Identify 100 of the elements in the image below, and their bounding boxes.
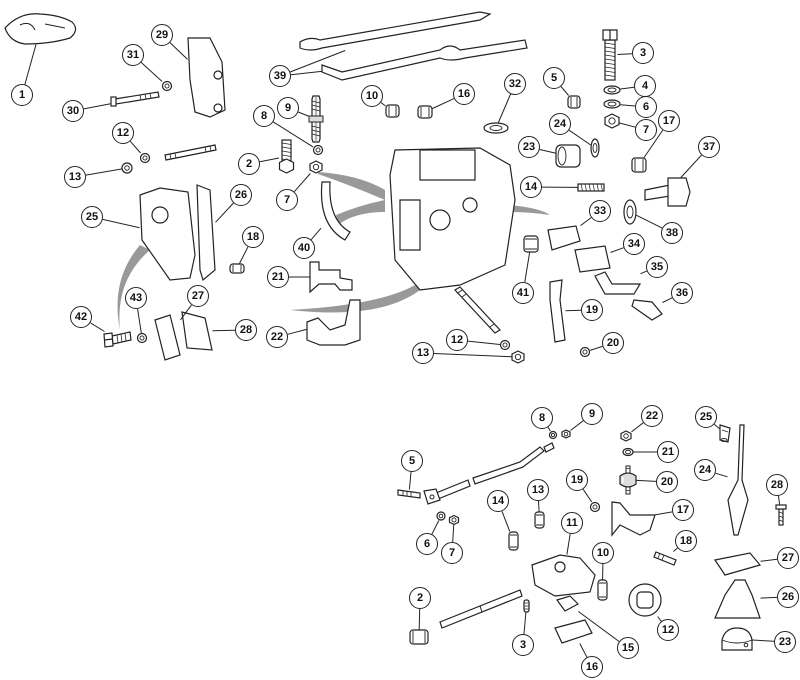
leader-line — [408, 472, 412, 490]
callout-number: 37 — [698, 136, 720, 158]
gasket-drawing — [299, 11, 491, 51]
callout-number: 5 — [543, 67, 565, 89]
callout-number: 22 — [266, 326, 288, 348]
nut-drawing — [162, 80, 172, 92]
cap-drawing — [567, 95, 581, 109]
bolt-drawing — [631, 299, 663, 321]
leader-line — [259, 158, 280, 162]
leader-line — [298, 112, 309, 117]
callout-number: 39 — [269, 65, 291, 87]
callout-number: 11 — [561, 512, 583, 534]
pin-drawing — [534, 511, 545, 529]
callout-number: 24 — [549, 113, 571, 135]
callout-number: 35 — [646, 256, 668, 278]
bushing-drawing — [417, 105, 433, 119]
nut-drawing — [620, 430, 632, 442]
leader-line — [620, 86, 635, 90]
callout-number: 34 — [623, 233, 645, 255]
leader-line — [602, 564, 604, 580]
knob-drawing — [721, 627, 753, 651]
callout-number: 9 — [581, 403, 603, 425]
callout-number: 16 — [581, 656, 603, 678]
leader-line — [239, 246, 248, 264]
knob-drawing — [719, 424, 731, 443]
leader-line — [715, 472, 728, 478]
leader-line — [288, 276, 310, 278]
callout-number: 2 — [409, 587, 431, 609]
screw-drawing — [775, 504, 787, 526]
leader-line — [714, 424, 720, 430]
bushing-drawing — [385, 104, 400, 118]
bolt-drawing — [110, 91, 160, 107]
leader-line — [538, 500, 540, 512]
leader-line — [570, 420, 584, 431]
callout-number: 21 — [657, 441, 679, 463]
washer-drawing — [603, 99, 621, 109]
callout-number: 17 — [658, 110, 680, 132]
leader-line — [631, 422, 644, 432]
bearing-drawing — [555, 144, 581, 168]
leader-line — [380, 102, 386, 106]
callout-number: 32 — [504, 73, 526, 95]
gasket-drawing — [309, 261, 353, 294]
leader-line — [620, 104, 636, 106]
callout-number: 31 — [122, 44, 144, 66]
leader-line — [85, 168, 122, 176]
leader-line — [90, 322, 105, 332]
leader-line — [640, 270, 648, 274]
nut-drawing — [309, 160, 323, 174]
bushing-drawing — [523, 235, 539, 253]
pin-drawing — [508, 531, 519, 551]
callout-number: 30 — [62, 100, 84, 122]
leader-line — [502, 510, 510, 532]
leader-line — [778, 495, 780, 505]
leader-line — [310, 228, 322, 240]
leader-line — [542, 186, 578, 188]
callout-number: 25 — [695, 406, 717, 428]
thrust-washer-drawing — [320, 181, 351, 241]
bolt-drawing — [278, 139, 294, 174]
callout-number: 36 — [671, 282, 693, 304]
callout-number: 12 — [657, 619, 679, 641]
callout-number: 41 — [512, 282, 534, 304]
washer-drawing — [580, 346, 590, 358]
leader-line — [434, 353, 512, 358]
leader-line — [752, 640, 774, 642]
callout-number: 27 — [777, 547, 799, 569]
leader-line — [212, 330, 236, 332]
leader-line — [657, 616, 662, 622]
callout-number: 6 — [416, 533, 438, 555]
plate-drawing — [181, 311, 213, 351]
bushing-drawing — [590, 502, 600, 512]
bolt-drawing — [103, 331, 132, 348]
leader-line — [644, 130, 664, 158]
callout-number: 28 — [235, 319, 257, 341]
leader-line — [566, 533, 571, 555]
plug-drawing — [644, 177, 691, 207]
leader-line — [431, 520, 440, 535]
callout-number: 16 — [453, 83, 475, 105]
leader-line — [636, 480, 656, 482]
callout-number: 10 — [592, 542, 614, 564]
leader-line — [140, 62, 162, 82]
leader-line — [636, 214, 663, 229]
callout-number: 9 — [277, 97, 299, 119]
callout-number: 7 — [635, 119, 657, 141]
callout-number: 18 — [242, 226, 264, 248]
callout-number: 27 — [187, 285, 209, 307]
leader-line — [130, 140, 142, 154]
leader-line — [290, 70, 322, 76]
nut-drawing — [604, 113, 620, 129]
callout-number: 4 — [634, 75, 656, 97]
ring-drawing — [590, 138, 600, 158]
callout-number: 18 — [675, 530, 697, 552]
callout-number: 8 — [253, 105, 275, 127]
leader-line — [432, 98, 454, 109]
callout-number: 19 — [581, 299, 603, 321]
leader-line — [760, 596, 778, 599]
bracket-drawing — [611, 501, 656, 537]
callout-number: 42 — [70, 306, 92, 328]
nut-drawing — [448, 514, 460, 526]
nut-drawing — [511, 350, 525, 364]
leader-line — [24, 44, 36, 85]
